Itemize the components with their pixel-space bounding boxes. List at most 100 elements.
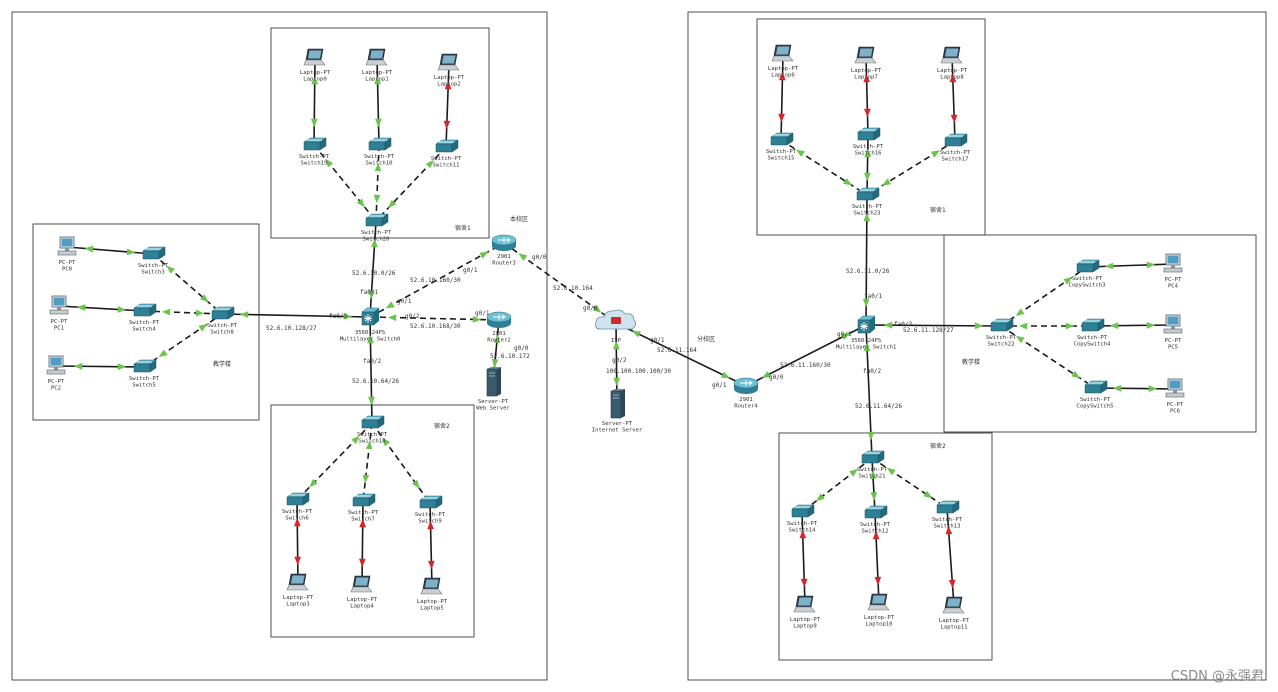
device-type-label: PC-PT	[1167, 402, 1184, 408]
link-status-down-arrow	[945, 525, 953, 535]
network-link	[874, 512, 880, 604]
link-status-up-arrow	[1015, 308, 1025, 316]
link-status-up-arrow	[883, 321, 893, 329]
device-type-label: Laptop-PT	[937, 68, 968, 74]
link-status-down-arrow	[428, 560, 435, 570]
network-link	[445, 62, 450, 148]
device-type-label: Switch-PT	[1072, 276, 1103, 282]
network-link	[143, 310, 223, 315]
link-status-up-arrow	[371, 238, 378, 248]
device-name-label: Switch3	[141, 270, 165, 276]
device-name-label: Switch11	[433, 163, 460, 169]
network-link	[951, 55, 956, 142]
annotation: fa0/3	[329, 313, 347, 320]
link-status-down-arrow	[950, 114, 958, 124]
annotation: fa0/1	[360, 289, 378, 296]
link-status-up-arrow	[882, 178, 892, 186]
annotation: g0/1	[650, 337, 665, 344]
device-name-label: Switch5	[132, 383, 156, 389]
device-name-label: Switch4	[132, 327, 156, 333]
link-status-up-arrow	[76, 304, 86, 311]
device-name-label: Switch19	[301, 161, 328, 167]
laptop-icon	[437, 53, 460, 71]
device-type-label: 2901	[739, 397, 752, 403]
pc-icon	[49, 295, 69, 315]
link-status-up-arrow	[761, 371, 771, 378]
device-type-label: PC-PT	[1165, 338, 1182, 344]
link-status-up-arrow	[1065, 322, 1075, 330]
link-status-up-arrow	[388, 199, 397, 209]
annotation: 100.100.100.100/30	[606, 368, 671, 375]
device-type-label: 2901	[492, 331, 505, 337]
laptop-icon	[365, 48, 388, 66]
network-link	[313, 57, 316, 146]
device-name-label: Laptop0	[303, 77, 327, 83]
device-name-label: PC1	[54, 326, 64, 332]
link-status-up-arrow	[518, 253, 528, 261]
annotation: g0/1	[397, 298, 412, 305]
network-link	[152, 253, 223, 315]
device-type-label: Laptop-PT	[864, 615, 895, 621]
device-name-label: Switch16	[855, 151, 882, 157]
device-isp[interactable]: ISP	[595, 309, 637, 344]
device-type-label: Laptop-PT	[851, 68, 882, 74]
device-name-label: Laptop9	[793, 624, 817, 630]
pc-icon	[1163, 314, 1183, 334]
switch-icon	[791, 504, 815, 518]
device-name-label: Switch17	[942, 157, 969, 163]
device-type-label: Switch-PT	[860, 522, 891, 528]
link-status-up-arrow	[796, 149, 805, 157]
annotation: 52.6.11.0/26	[846, 268, 890, 275]
router-icon	[486, 311, 512, 329]
